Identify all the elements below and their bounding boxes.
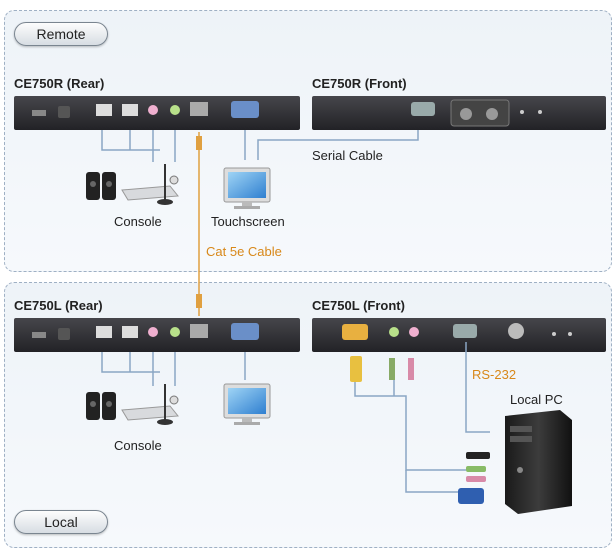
ce750r-rear-device <box>14 96 300 130</box>
ce750l-rear-device <box>14 318 300 352</box>
ce750r-front-device <box>312 96 606 130</box>
pc-connector-plugs <box>458 452 490 504</box>
touchscreen-label: Touchscreen <box>211 214 285 229</box>
serial-cable-label: Serial Cable <box>312 148 383 163</box>
bottom-cables <box>101 342 490 493</box>
ce750r-front-heading: CE750R (Front) <box>312 76 407 91</box>
cat5e-cable-line <box>196 132 202 316</box>
rs232-label: RS-232 <box>472 367 517 382</box>
console-top-label: Console <box>114 214 162 229</box>
cat5e-cable-label: Cat 5e Cable <box>206 244 282 259</box>
top-cables <box>101 130 419 162</box>
console-bottom-label: Console <box>114 438 162 453</box>
console-bottom-graphic <box>86 384 179 425</box>
local-pc-tower <box>505 410 572 514</box>
remote-panel <box>4 10 612 272</box>
ce750r-rear-heading: CE750R (Rear) <box>14 76 105 91</box>
ce750l-rear-heading: CE750L (Rear) <box>14 298 103 313</box>
local-monitor <box>223 383 271 425</box>
ce750l-front-device <box>312 318 606 352</box>
touchscreen-monitor <box>223 167 271 209</box>
ce750l-front-heading: CE750L (Front) <box>312 298 405 313</box>
local-pc-label: Local PC <box>510 392 563 407</box>
local-connector-plugs <box>350 356 414 382</box>
console-top-graphic <box>86 164 179 205</box>
remote-badge: Remote <box>14 22 108 46</box>
local-badge: Local <box>14 510 108 534</box>
